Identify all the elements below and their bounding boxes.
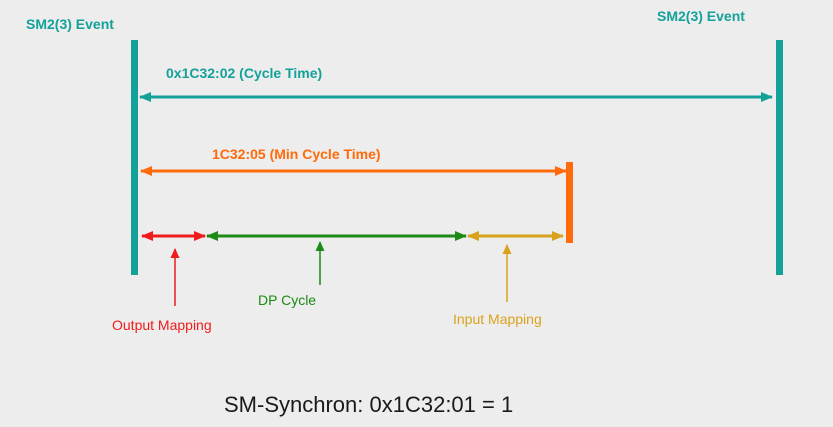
min-cycle-time-label: 1C32:05 (Min Cycle Time) xyxy=(212,146,381,162)
sm-event-right-label: SM2(3) Event xyxy=(657,8,745,24)
sm-event-left-label: SM2(3) Event xyxy=(26,16,114,32)
min-cycle-end-bar xyxy=(566,162,573,243)
cycle-time-label: 0x1C32:02 (Cycle Time) xyxy=(166,65,322,81)
sm-synchron-caption: SM-Synchron: 0x1C32:01 = 1 xyxy=(224,392,513,417)
sm-event-right-bar xyxy=(776,40,783,275)
sm-event-left-bar xyxy=(131,40,138,275)
output-mapping-label: Output Mapping xyxy=(112,317,212,333)
dp-cycle-label: DP Cycle xyxy=(258,292,316,308)
input-mapping-label: Input Mapping xyxy=(453,311,542,327)
